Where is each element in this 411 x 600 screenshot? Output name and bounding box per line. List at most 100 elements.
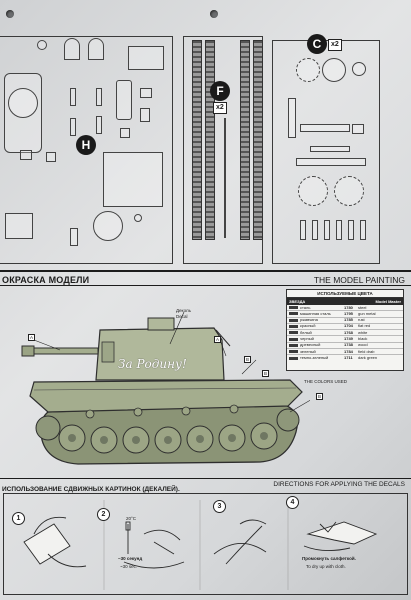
- colors-used-label: THE COLORS USED: [304, 379, 348, 384]
- bracket-part: [96, 88, 102, 106]
- bracket-part: [70, 228, 78, 246]
- turret-roof-part: [103, 152, 163, 207]
- sprue-f-badge: F: [210, 81, 230, 101]
- section-divider: [0, 270, 411, 272]
- color-swatch-icon: [289, 350, 298, 354]
- ring-part: [37, 40, 47, 50]
- colors-table-caption: ИСПОЛЬЗУЕМЫЕ ЦВЕТА: [287, 290, 403, 298]
- antenna-part: [116, 80, 132, 120]
- colors-table-header: ЗВЕЗДА Model Master: [287, 298, 403, 305]
- small-block-part: [140, 108, 150, 122]
- hatch-part: [88, 38, 104, 60]
- paint-callout: A: [28, 334, 36, 341]
- return-roller-part: [300, 220, 306, 240]
- road-wheel-part: [352, 62, 366, 76]
- small-block-part: [120, 128, 130, 138]
- return-roller-part: [312, 220, 318, 240]
- track-link: [240, 40, 250, 240]
- blot-text-en: To dry up with cloth.: [306, 564, 346, 569]
- return-roller-part: [324, 220, 330, 240]
- box-part: [5, 213, 33, 239]
- step-number: 2: [97, 508, 110, 521]
- drive-sprocket-part: [296, 58, 320, 82]
- small-block-part: [296, 158, 366, 166]
- painting-title-en: THE MODEL PAINTING: [313, 275, 405, 285]
- color-swatch-icon: [289, 337, 298, 341]
- bracket-part: [70, 118, 76, 136]
- colors-table: ИСПОЛЬЗУЕМЫЕ ЦВЕТА ЗВЕЗДА Model Master с…: [286, 289, 404, 371]
- sprues-section: H F x2 C x2: [0, 28, 411, 264]
- soak-time-ru: ~30 секунд: [118, 556, 143, 561]
- step-number: 3: [213, 500, 226, 513]
- color-swatch-icon: [289, 343, 298, 347]
- decal-steps: 1 2 3 4 20°C ~30 секунд ~30 sec. Промокн…: [3, 493, 408, 595]
- sprue-f-multiplier: x2: [213, 102, 227, 114]
- paint-callout: B: [262, 370, 270, 377]
- bracket-part: [96, 116, 102, 134]
- return-roller-part: [360, 220, 366, 240]
- sprue-h-frame: [0, 36, 173, 264]
- sprue-h-badge: H: [76, 135, 96, 155]
- painting-title-ru: ОКРАСКА МОДЕЛИ: [2, 275, 90, 285]
- paint-callout: B: [244, 356, 252, 363]
- paint-callout: A: [214, 336, 222, 343]
- frame-part: [128, 46, 164, 70]
- decal-label-en: Decal: [176, 314, 188, 319]
- small-block-part: [46, 152, 56, 162]
- step-number: 1: [12, 512, 25, 525]
- bracket-part: [288, 98, 296, 138]
- color-swatch-icon: [289, 312, 298, 316]
- return-roller-part: [336, 220, 342, 240]
- water-temperature: 20°C: [126, 516, 137, 521]
- drive-sprocket-part: [334, 176, 364, 206]
- decals-title-ru: ИСПОЛЬЗОВАНИЕ СДВИЖНЫХ КАРТИНОК (ДЕКАЛЕЙ…: [2, 486, 180, 493]
- small-block-part: [20, 150, 32, 160]
- return-roller-part: [348, 220, 354, 240]
- small-block-part: [140, 88, 152, 98]
- color-swatch-icon: [289, 331, 298, 335]
- binder-hole: [210, 10, 218, 18]
- binder-hole: [6, 10, 14, 18]
- decals-title-en: DIRECTIONS FOR APPLYING THE DECALS: [273, 481, 405, 488]
- color-swatch-icon: [289, 306, 298, 310]
- ring-part: [134, 214, 142, 222]
- small-block-part: [352, 124, 364, 134]
- wheel-part: [8, 88, 38, 118]
- paint-callout: B: [316, 393, 324, 400]
- sprue-c-multiplier: x2: [328, 39, 342, 51]
- track-link: [205, 40, 215, 240]
- tank-illustration: [21, 311, 315, 465]
- decal-label-ru: Деколь: [176, 308, 191, 313]
- drive-sprocket-part: [298, 176, 328, 206]
- header-left: ЗВЕЗДА: [289, 299, 306, 304]
- header-right: Model Master: [375, 299, 401, 304]
- bracket-part: [300, 124, 350, 132]
- track-link: [192, 40, 202, 240]
- small-block-part: [310, 146, 350, 152]
- idler-wheel-part: [322, 58, 346, 82]
- blot-text-ru: Промокнуть салфеткой.: [302, 556, 356, 561]
- section-rule: [0, 285, 411, 286]
- cupola-part: [93, 211, 123, 241]
- color-swatch-icon: [289, 325, 298, 329]
- color-swatch-icon: [289, 318, 298, 322]
- tank-side-view: За Родину!: [20, 300, 315, 470]
- track-link: [253, 40, 263, 240]
- turret-slogan: За Родину!: [118, 357, 187, 371]
- tow-cable-part: [224, 118, 226, 238]
- soak-time-en: ~30 sec.: [120, 564, 138, 569]
- bracket-part: [70, 88, 76, 106]
- step-number: 4: [286, 496, 299, 509]
- color-swatch-icon: [289, 357, 298, 361]
- sprue-c-badge: C: [307, 34, 327, 54]
- decal-steps-illustration: [23, 500, 378, 590]
